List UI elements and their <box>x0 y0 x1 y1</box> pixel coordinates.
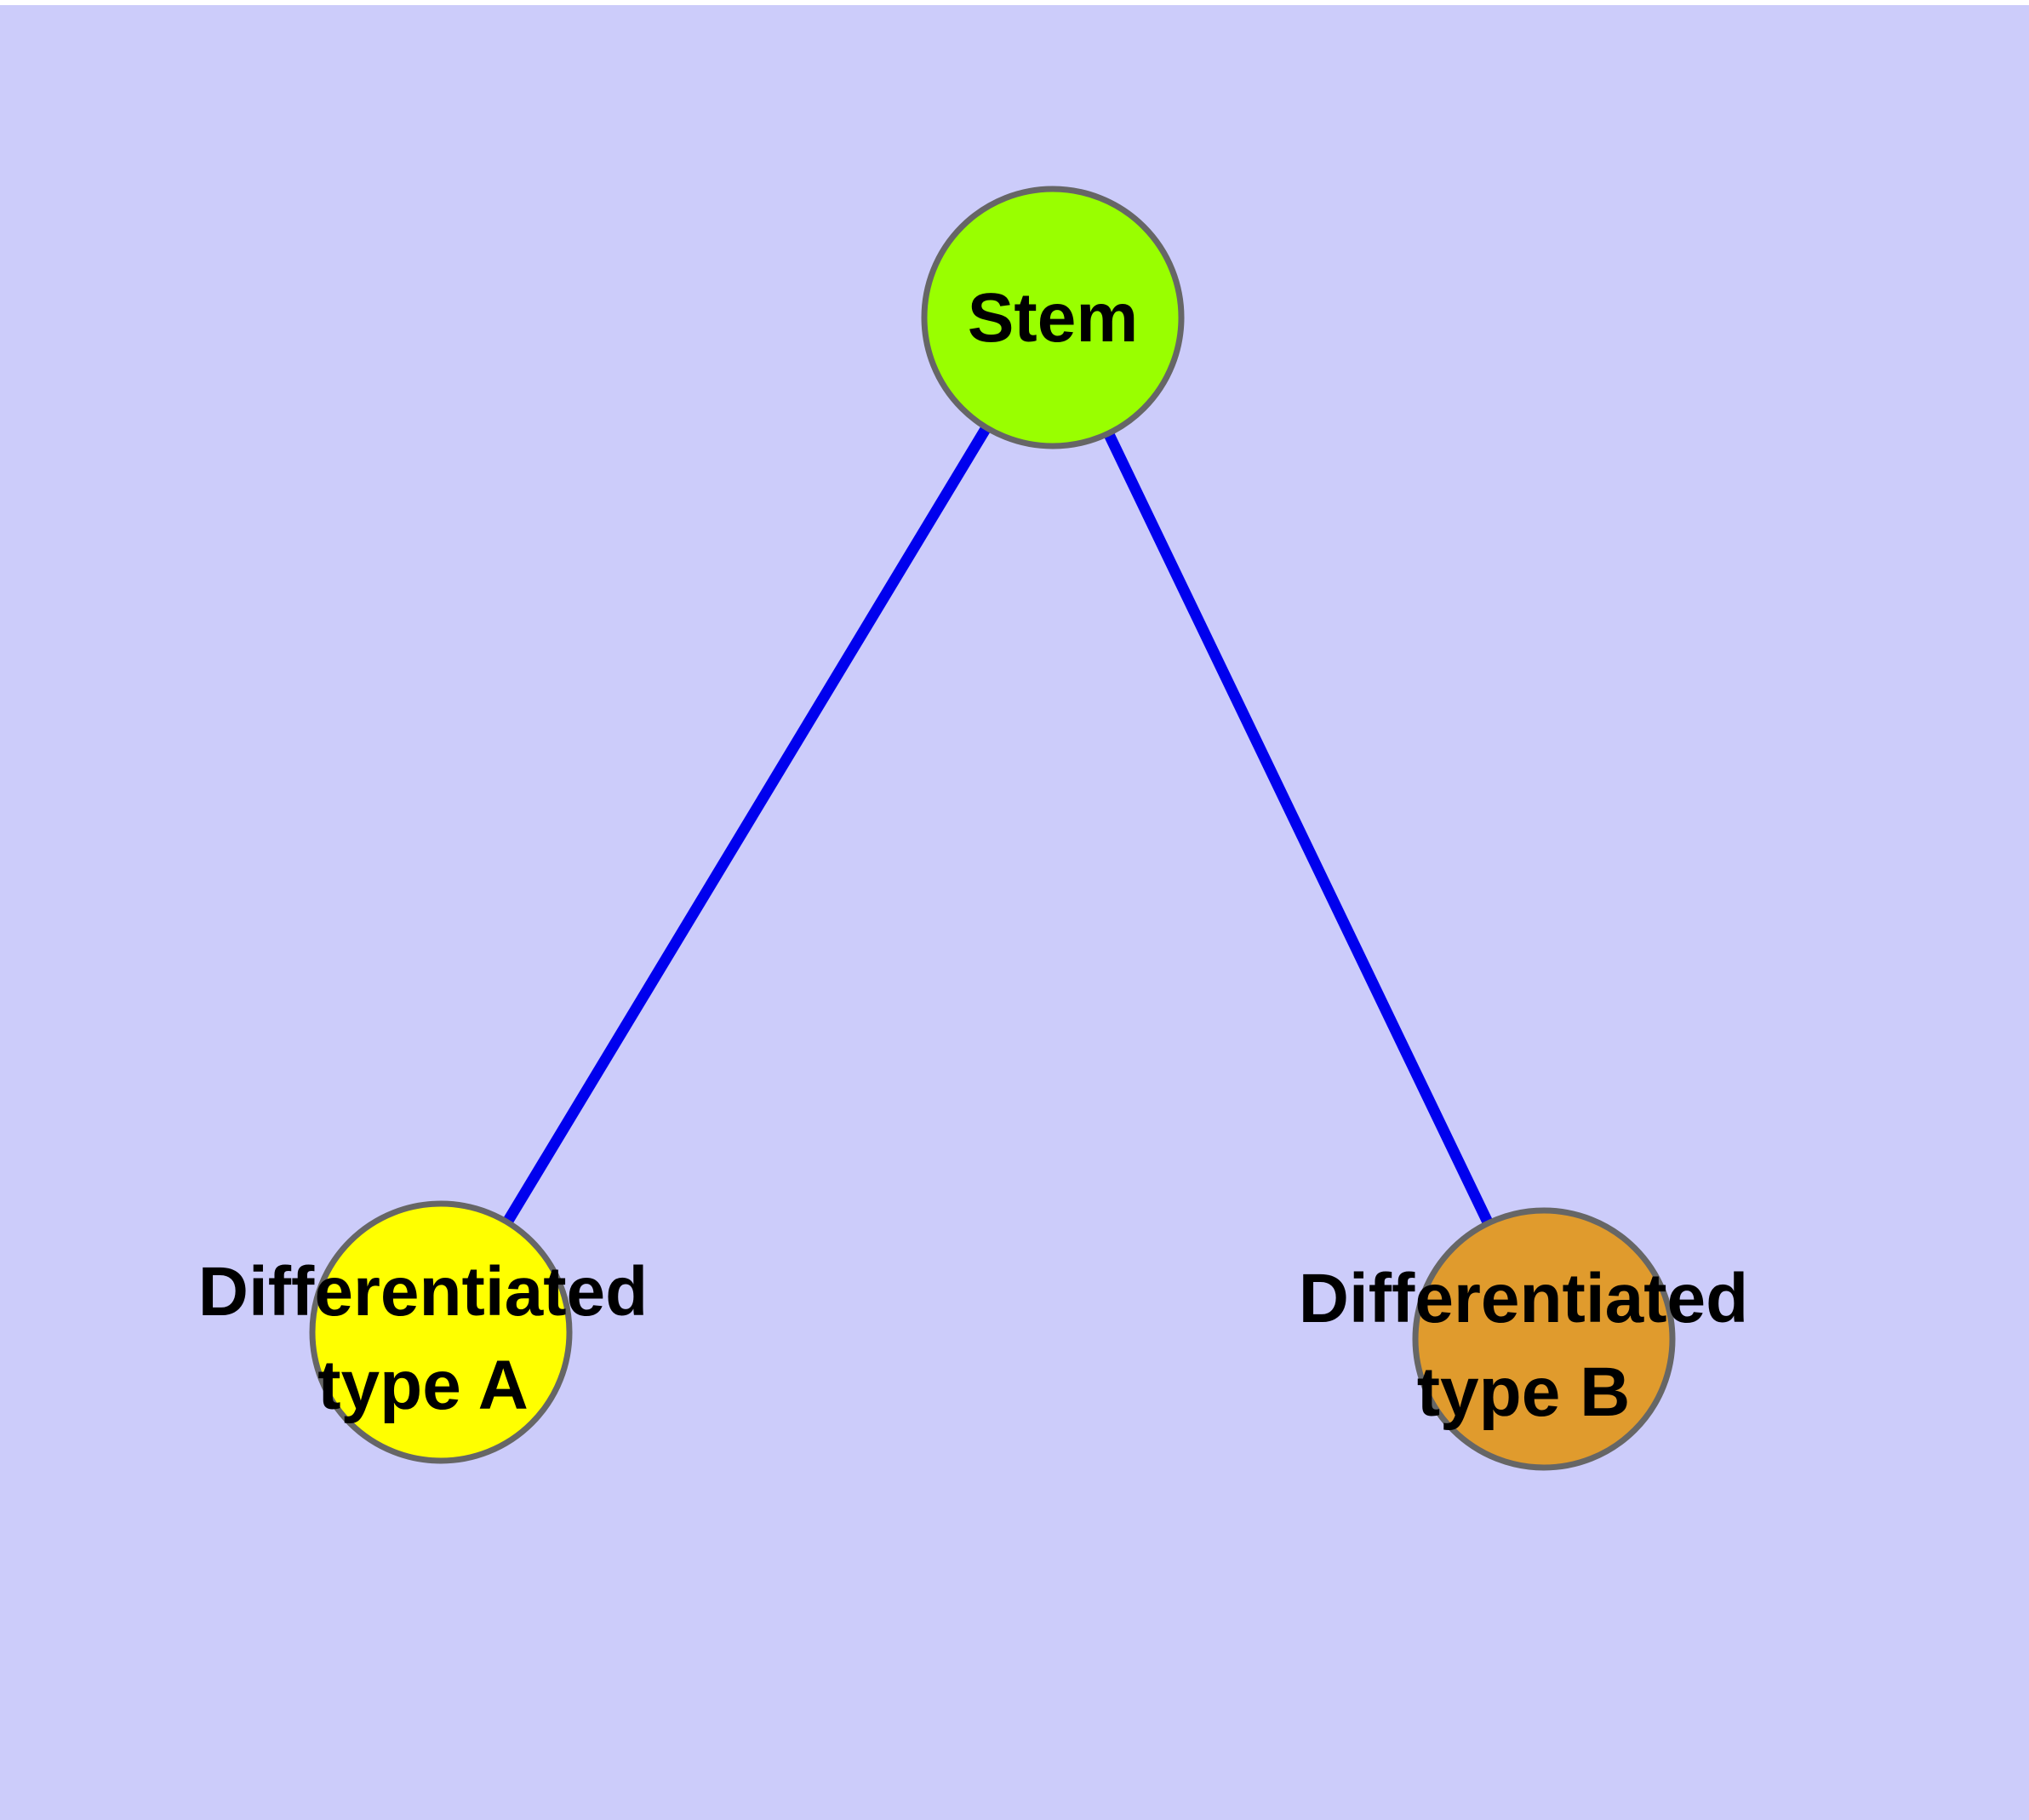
edge-stem-to-differentiated-type-b[interactable] <box>1048 315 1549 1342</box>
node-label-differentiated-type-b-line1: Differentiated <box>1299 1260 1749 1337</box>
node-differentiated-type-b[interactable] <box>1412 1207 1676 1471</box>
node-label-differentiated-type-a-line1: Differentiated <box>198 1253 649 1331</box>
node-layer <box>309 186 1676 1471</box>
node-label-differentiated-type-a-line2: type A <box>317 1347 529 1424</box>
node-label-stem: Stem <box>968 279 1139 357</box>
edge-layer <box>436 314 1549 1342</box>
label-layer: Stem Differentiated type A Differentiate… <box>198 279 1749 1431</box>
node-label-differentiated-type-b-line2: type B <box>1417 1354 1631 1431</box>
edge-stem-to-differentiated-type-a[interactable] <box>436 314 1058 1336</box>
node-differentiated-type-a[interactable] <box>309 1200 573 1464</box>
node-stem[interactable] <box>921 186 1185 449</box>
